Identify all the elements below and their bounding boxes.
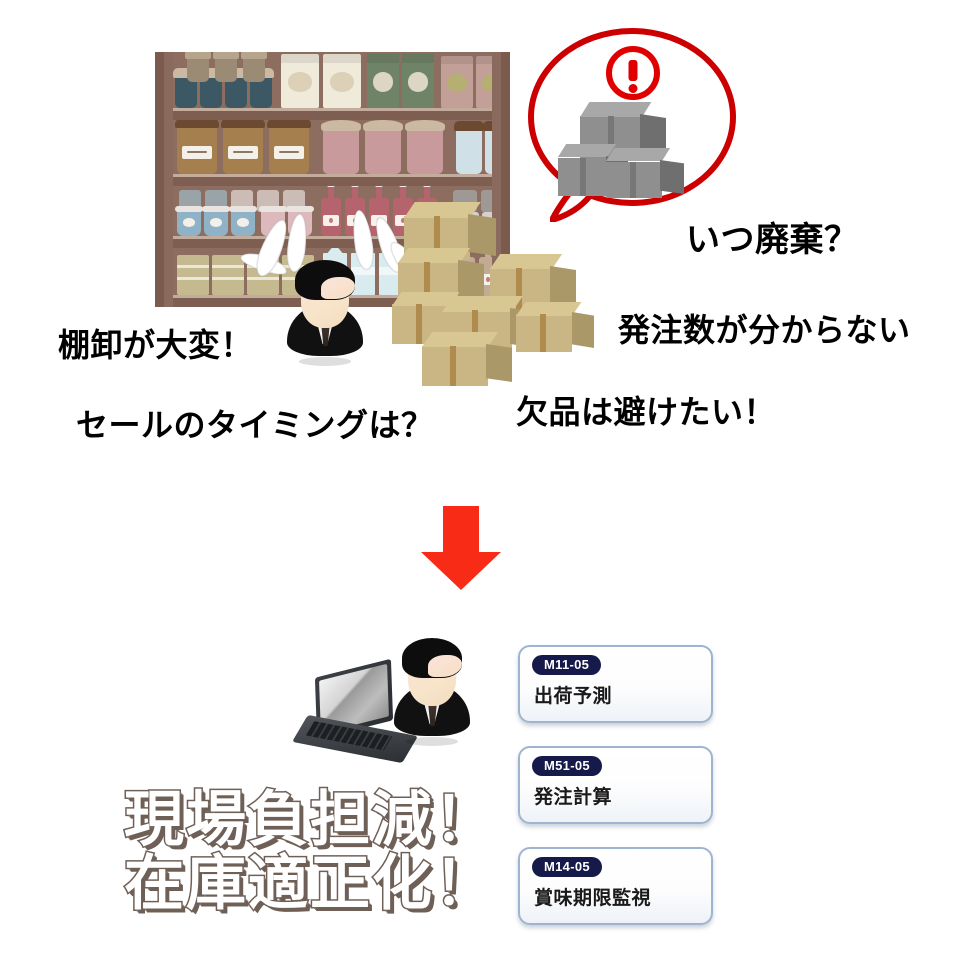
cardboard-box-pile-illustration	[392, 196, 594, 386]
product-pack	[281, 54, 319, 108]
product-jar	[173, 68, 199, 108]
label-waste-timing: いつ廃棄？	[686, 220, 859, 260]
product-jar	[267, 120, 311, 174]
person-hair	[402, 638, 462, 678]
product-jar	[405, 120, 445, 174]
product-jar	[321, 120, 361, 174]
person-shadow	[406, 737, 458, 746]
person-tie	[321, 316, 330, 346]
module-code-badge: M51-05	[532, 756, 602, 776]
person-shadow	[299, 357, 351, 366]
exclamation-dot	[628, 84, 638, 93]
product-jar	[221, 120, 265, 174]
shelf-row-1-goods	[173, 52, 492, 108]
module-name-label: 出荷予測	[534, 685, 613, 707]
waste-warning-bubble	[528, 28, 738, 228]
gray-box	[606, 148, 684, 198]
product-cup	[175, 206, 203, 236]
label-avoid-stockout: 欠品は避けたい！	[516, 393, 777, 431]
label-order-quantity-unknown: 発注数が分からない	[618, 311, 911, 349]
module-code-badge: M14-05	[532, 857, 602, 877]
laptop-keyboard	[305, 721, 393, 751]
module-name-label: 賞味期限監視	[534, 887, 652, 909]
label-sale-timing: セールのタイミングは？	[76, 406, 434, 444]
module-name-label: 発注計算	[534, 786, 613, 808]
product-bottle	[321, 186, 341, 236]
shelf-row-2-goods	[173, 120, 492, 174]
shelf-plank	[173, 174, 492, 186]
shelf-row-2	[173, 120, 492, 186]
product-stack	[212, 255, 244, 295]
exclamation-warning-icon	[606, 46, 660, 100]
product-jar	[363, 120, 403, 174]
product-stack	[177, 255, 209, 295]
product-jar	[175, 120, 219, 174]
product-cup	[229, 206, 257, 236]
benefit-headline-line-1: 現場負担減！	[123, 785, 496, 855]
module-card-list: M11-05 出荷予測 M51-05 発注計算 M14-05 賞味期限監視	[518, 645, 723, 935]
office-staff-illustration	[390, 636, 474, 746]
product-cup	[202, 206, 230, 236]
module-card-m11-05[interactable]: M11-05 出荷予測	[518, 645, 713, 723]
product-can	[481, 190, 492, 212]
cardboard-box	[516, 302, 594, 352]
benefit-headline-line-2: 在庫適正化！	[123, 849, 496, 919]
person-tie	[428, 696, 437, 726]
exclamation-bar	[628, 60, 638, 81]
product-pack	[441, 56, 473, 108]
shelf-row-1	[173, 52, 492, 120]
cardboard-box	[422, 332, 512, 386]
product-pack	[323, 54, 361, 108]
product-jar	[198, 68, 224, 108]
label-stocktaking-hard: 棚卸が大変！	[58, 326, 254, 364]
benefit-headline: 現場負担減！ 在庫適正化！	[123, 785, 524, 919]
product-pack	[476, 56, 492, 108]
down-arrow	[421, 506, 501, 590]
product-jar	[454, 121, 484, 174]
arrow-shaft	[443, 506, 479, 554]
product-jar	[483, 121, 492, 174]
module-card-m14-05[interactable]: M14-05 賞味期限監視	[518, 847, 713, 925]
gray-boxes-icon	[558, 102, 688, 198]
shelf-plank	[173, 108, 492, 120]
product-jar	[213, 52, 239, 82]
module-card-m51-05[interactable]: M51-05 発注計算	[518, 746, 713, 824]
person-hair	[295, 260, 355, 300]
worried-staff-illustration	[283, 258, 367, 366]
product-pack	[402, 54, 434, 108]
product-jar	[241, 52, 267, 82]
product-pack	[367, 54, 399, 108]
module-code-badge: M11-05	[532, 655, 602, 675]
product-jar	[185, 52, 211, 82]
arrow-head	[421, 552, 501, 590]
